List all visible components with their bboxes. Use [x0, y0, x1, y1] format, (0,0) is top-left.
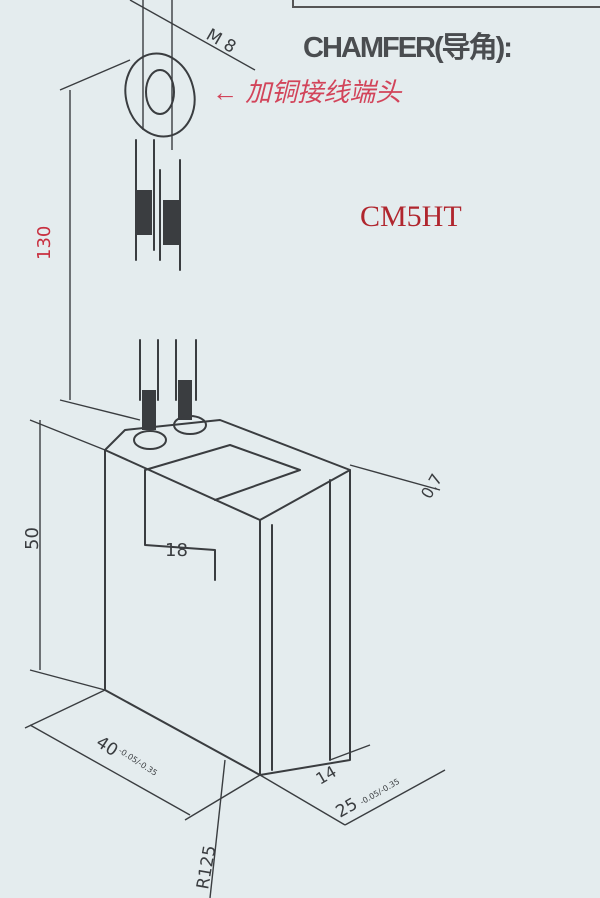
radius-dim: R125 — [193, 844, 220, 891]
height-dim: 50 — [22, 527, 43, 550]
ring-terminal — [124, 0, 256, 150]
model-code: CM5HT — [360, 200, 462, 233]
thread-dim: M 8 — [203, 25, 240, 58]
chamfer-label: CHAMFER(导角): — [303, 32, 513, 64]
slot-width-dim: 18 — [165, 540, 188, 561]
lead-wires — [135, 139, 197, 430]
width-tolerance: -0.05/-0.35 — [359, 777, 402, 807]
title-block-border — [292, 0, 600, 8]
terminal-note: ← 加铜接线端头 — [212, 77, 402, 107]
lead-length-dim: 130 — [34, 226, 55, 260]
chamfer-dim: 0.7 — [417, 470, 446, 502]
brush-body — [104, 415, 351, 776]
length-tolerance: -0.05/-0.35 — [117, 746, 159, 778]
length-dim: 40 — [92, 732, 121, 761]
